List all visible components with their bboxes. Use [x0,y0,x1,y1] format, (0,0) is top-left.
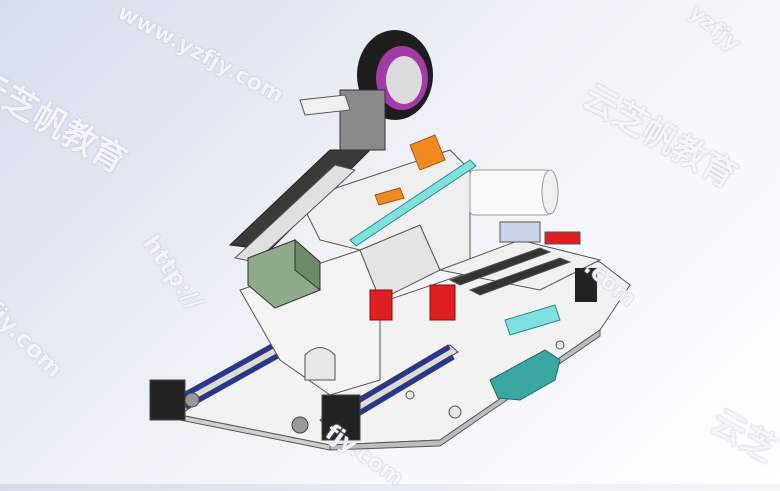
red-block-left [370,290,392,320]
red-block-center [430,285,455,320]
white-cylinder [470,170,558,215]
drive-wheel [300,30,433,150]
